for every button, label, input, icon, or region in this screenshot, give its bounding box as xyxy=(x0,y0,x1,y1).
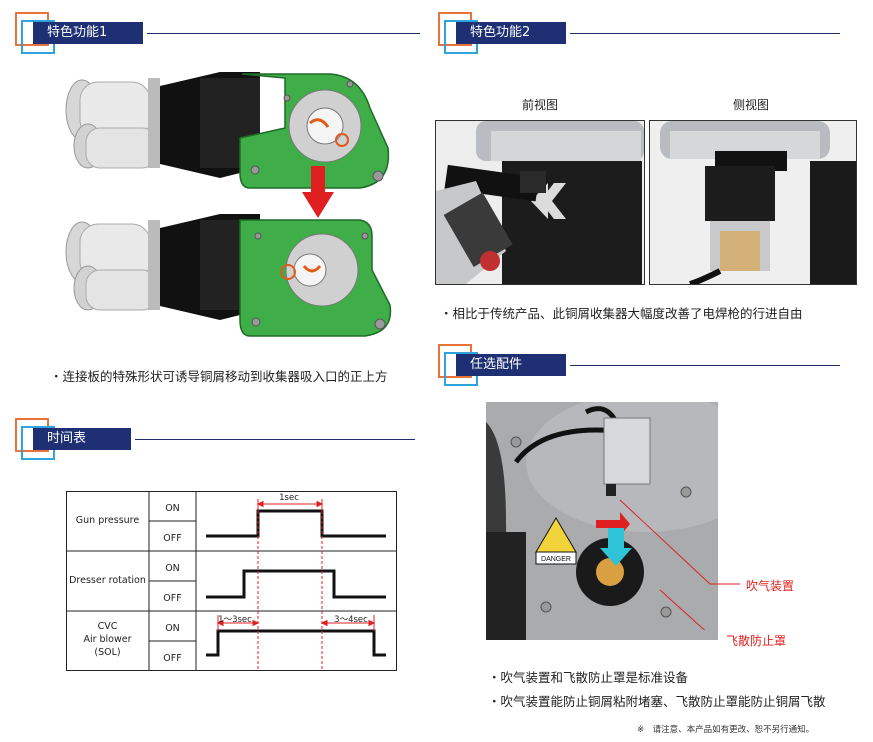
side-view-photo xyxy=(649,120,857,285)
off-label-1: OFF xyxy=(163,533,182,544)
label-air-blower: 吹气装置 xyxy=(746,579,795,593)
danger-text: DANGER xyxy=(541,556,571,563)
feature2-bullet: ・相比于传统产品、此铜屑收集器大幅度改善了电焊枪的行进自由 xyxy=(440,306,803,321)
label-scatter-cover: 飞散防止罩 xyxy=(726,634,787,648)
feature1-bullet: ・连接板的特殊形状可诱导铜屑移动到收集器吸入口的正上方 xyxy=(50,369,388,384)
header-rule xyxy=(147,33,420,34)
feature1-title: 特色功能1 xyxy=(33,22,143,44)
on-label-2: ON xyxy=(165,563,180,574)
row-cvc-line3: (SOL) xyxy=(94,647,121,658)
timing-chart xyxy=(66,491,397,671)
off-label-3: OFF xyxy=(163,653,182,664)
annotation-1sec: 1sec xyxy=(279,493,299,503)
gun-body-top xyxy=(65,78,160,169)
feature2-title: 特色功能2 xyxy=(456,22,566,44)
header-rule xyxy=(570,33,840,34)
annotation-1-3sec: 1～3sec xyxy=(218,615,252,625)
on-label-1: ON xyxy=(165,503,180,514)
signal-gun-pressure xyxy=(206,509,386,538)
gun-body-bottom xyxy=(65,220,160,311)
options-bullet-1: ・吹气装置和飞散防止罩是标准设备 xyxy=(488,670,689,685)
options-title: 任选配件 xyxy=(456,354,566,376)
front-view-photo xyxy=(435,120,645,285)
side-view-label: 侧视图 xyxy=(733,98,770,112)
signal-cvc-air xyxy=(206,629,386,657)
feature1-header: 特色功能1 xyxy=(15,12,420,54)
options-header: 任选配件 xyxy=(438,344,840,386)
signal-dresser-rotation xyxy=(206,569,386,599)
feature2-header: 特色功能2 xyxy=(438,12,840,54)
timing-header: 时间表 xyxy=(15,418,415,460)
timing-title: 时间表 xyxy=(33,428,131,450)
options-photo: DANGER xyxy=(486,402,718,640)
footnote: ※ 请注意、本产品如有更改、恕不另行通知。 xyxy=(637,725,815,735)
down-arrow xyxy=(302,166,334,218)
dresser-illustration-bottom xyxy=(65,214,392,337)
front-view-label: 前视图 xyxy=(522,98,559,112)
annotation-3-4sec: 3～4sec xyxy=(334,615,368,625)
header-rule xyxy=(135,439,415,440)
header-rule xyxy=(570,365,840,366)
row-cvc-line2: Air blower xyxy=(83,634,132,645)
callout-lines xyxy=(619,499,740,630)
off-label-2: OFF xyxy=(163,593,182,604)
row-gun-pressure: Gun pressure xyxy=(75,515,140,526)
on-label-3: ON xyxy=(165,623,180,634)
row-cvc-line1: CVC xyxy=(97,621,118,632)
options-bullet-2: ・吹气装置能防止铜屑粘附堵塞、飞散防止罩能防止铜屑飞散 xyxy=(488,694,826,709)
dresser-illustration-top xyxy=(65,72,390,189)
row-dresser-rotation: Dresser rotation xyxy=(69,575,146,586)
chip-curl xyxy=(309,118,330,128)
